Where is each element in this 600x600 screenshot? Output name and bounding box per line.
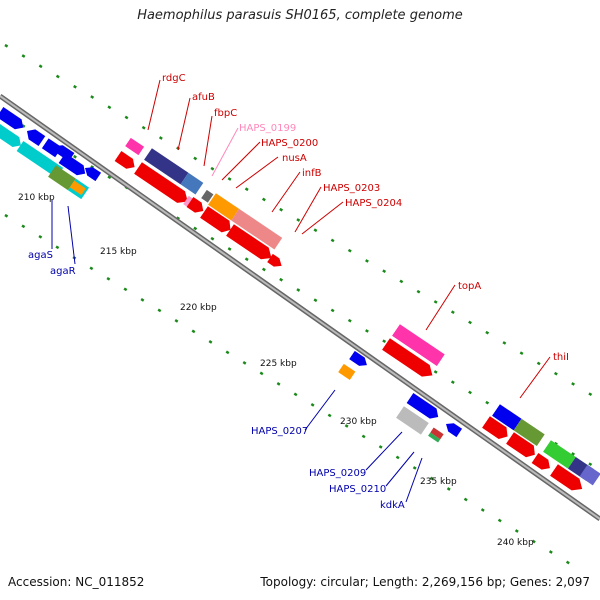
tick-label: 230 kbp [340, 417, 377, 427]
leader-afuB [177, 97, 191, 151]
tick-label: 225 kbp [260, 359, 297, 369]
gene-block [231, 208, 283, 250]
leader-agaR [67, 205, 76, 265]
gene-block [543, 440, 576, 469]
gene-block [208, 193, 240, 221]
gene-block [201, 189, 214, 203]
gene-block [482, 416, 508, 439]
gene-block [428, 432, 441, 443]
genome-backbone [0, 93, 600, 522]
gene-block [338, 363, 356, 380]
leader-HAPS_0203 [294, 186, 322, 233]
accession-text: Accession: NC_011852 [8, 575, 145, 589]
gene-block [48, 165, 76, 191]
gene-block [16, 141, 64, 178]
tick-labels: 210 kbp 215 kbp 220 kbp 225 kbp 230 kbp … [18, 193, 534, 548]
leader-rdgC [147, 79, 161, 131]
gene-blocks [0, 107, 600, 491]
leader-topA [425, 284, 456, 331]
leader-HAPS_0200 [221, 141, 261, 181]
gene-label-fbpC: fbpC [214, 108, 237, 119]
gene-block [531, 453, 550, 470]
gene-block [267, 253, 282, 267]
gene-label-HAPS_0200: HAPS_0200 [261, 138, 318, 149]
gene-block [406, 393, 439, 419]
gene-block [550, 464, 583, 491]
gene-label-nusA: nusA [282, 153, 307, 164]
gene-block [506, 432, 535, 458]
gene-label-HAPS_0203: HAPS_0203 [323, 183, 380, 194]
gene-block [396, 406, 429, 435]
leader-HAPS_0199 [211, 127, 239, 177]
tick-label: 220 kbp [180, 303, 217, 313]
gene-block [58, 153, 86, 176]
leader-kdkA [405, 457, 423, 503]
gene-block [69, 180, 86, 196]
gene-block [85, 167, 102, 182]
gene-label-rdgC: rdgC [162, 73, 186, 84]
gene-block [492, 404, 522, 431]
gene-label-topA: topA [458, 281, 481, 292]
gene-label-thiI: thiI [553, 352, 569, 363]
tick-label: 215 kbp [100, 247, 137, 257]
gene-block [180, 172, 204, 195]
leader-nusA [235, 156, 279, 189]
gene-label-HAPS_0209: HAPS_0209 [309, 468, 366, 479]
gene-block [27, 129, 46, 147]
gene-label-agaS: agaS [28, 250, 53, 261]
gene-block [226, 224, 272, 260]
gene-block [186, 197, 204, 213]
gene-label-agaR: agaR [50, 266, 76, 277]
gene-block [0, 120, 21, 148]
gene-block [430, 427, 444, 440]
gene-block [382, 338, 433, 377]
gene-label-HAPS_0199: HAPS_0199 [239, 123, 296, 134]
leader-HAPS_0209 [365, 431, 403, 471]
leader-HAPS_0204 [301, 201, 344, 235]
leader-thiI [519, 356, 551, 399]
genome-stats: Topology: circular; Length: 2,269,156 bp… [260, 575, 590, 589]
gene-block [579, 464, 600, 486]
gene-block [134, 162, 188, 203]
gene-label-kdkA: kdkA [380, 500, 405, 511]
gene-label-HAPS_0207: HAPS_0207 [251, 426, 308, 437]
gene-labels: rdgC afuB fbpC HAPS_0199 HAPS_0200 nusA … [28, 73, 569, 511]
gene-block [114, 151, 135, 169]
leader-fbpC [203, 115, 213, 167]
gene-label-infB: infB [302, 168, 322, 179]
gene-label-afuB: afuB [192, 92, 215, 103]
gene-block [200, 206, 231, 233]
gene-block [41, 138, 62, 158]
tick-label: 210 kbp [18, 193, 55, 203]
leader-HAPS_0210 [385, 451, 415, 487]
gene-block [392, 324, 445, 366]
gene-label-HAPS_0210: HAPS_0210 [329, 484, 386, 495]
gene-block [446, 423, 463, 438]
gene-block [349, 350, 367, 366]
gene-label-HAPS_0204: HAPS_0204 [345, 198, 402, 209]
tick-label: 240 kbp [497, 538, 534, 548]
gene-block [125, 137, 145, 156]
leader-HAPS_0207 [304, 389, 336, 431]
leader-infB [271, 171, 301, 213]
leader-lines [51, 79, 551, 503]
map-title: Haemophilus parasuis SH0165, complete ge… [137, 8, 463, 23]
gene-block [144, 148, 189, 185]
gene-block [513, 418, 545, 446]
tick-label: 235 kbp [420, 477, 457, 487]
gene-block [0, 107, 24, 130]
